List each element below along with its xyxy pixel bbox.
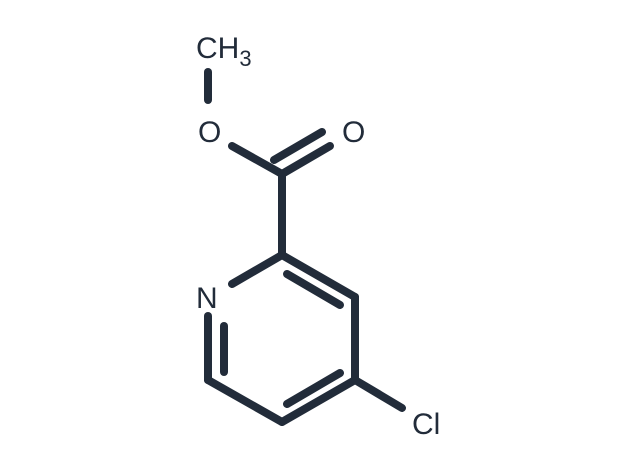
bond-carbonyl-double-a [278, 142, 334, 178]
ester-oxygen-label: O [198, 116, 221, 149]
bond-c2-n1 [228, 251, 286, 288]
bond-c6-c5 [204, 376, 286, 426]
bond-oxygen-carbonyl-carbon [228, 142, 286, 178]
bond-c4-chlorine [351, 376, 406, 412]
carbonyl-oxygen-label: O [342, 116, 365, 149]
bond-c3-c2-inner [283, 270, 344, 309]
methyl-label: CH3 [196, 32, 252, 71]
bond-c5-c4-inner [283, 369, 344, 408]
bond-c5-c4 [278, 376, 359, 426]
atom-labels: CH3 O O N Cl [196, 32, 440, 441]
ring-nitrogen-label: N [196, 282, 218, 315]
chlorine-label: Cl [412, 408, 440, 441]
bond-carbonyl-double-b [270, 128, 326, 164]
bond-c3-c2 [278, 251, 359, 301]
bonds [204, 68, 406, 426]
